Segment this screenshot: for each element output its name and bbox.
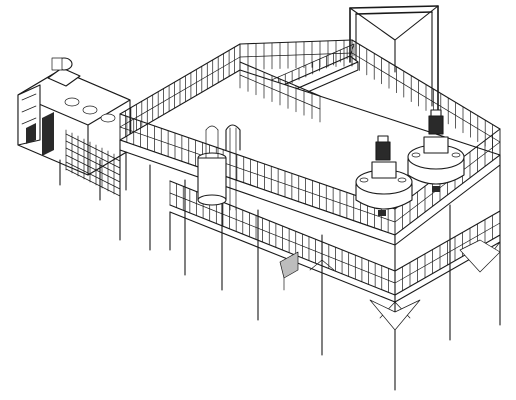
mesh-bar <box>65 161 121 190</box>
guard-railings <box>119 39 501 296</box>
mesh-bar <box>65 168 121 197</box>
leg-brace <box>309 259 323 271</box>
mixing-tank-1 <box>355 135 413 216</box>
leg-brace <box>321 259 335 271</box>
mesh-bar <box>65 140 121 169</box>
mesh-bar <box>65 147 121 176</box>
mesh-bar <box>65 133 121 162</box>
middle-bucket-elevator <box>225 124 241 211</box>
mixing-tank-2 <box>407 109 465 192</box>
small-tank <box>197 125 227 206</box>
machine-mesh-panel <box>65 129 121 198</box>
mesh-bar <box>65 154 121 183</box>
under-platform-hopper <box>279 239 501 331</box>
top-gantry-frame <box>349 5 439 111</box>
conveyor-machine <box>17 57 131 201</box>
